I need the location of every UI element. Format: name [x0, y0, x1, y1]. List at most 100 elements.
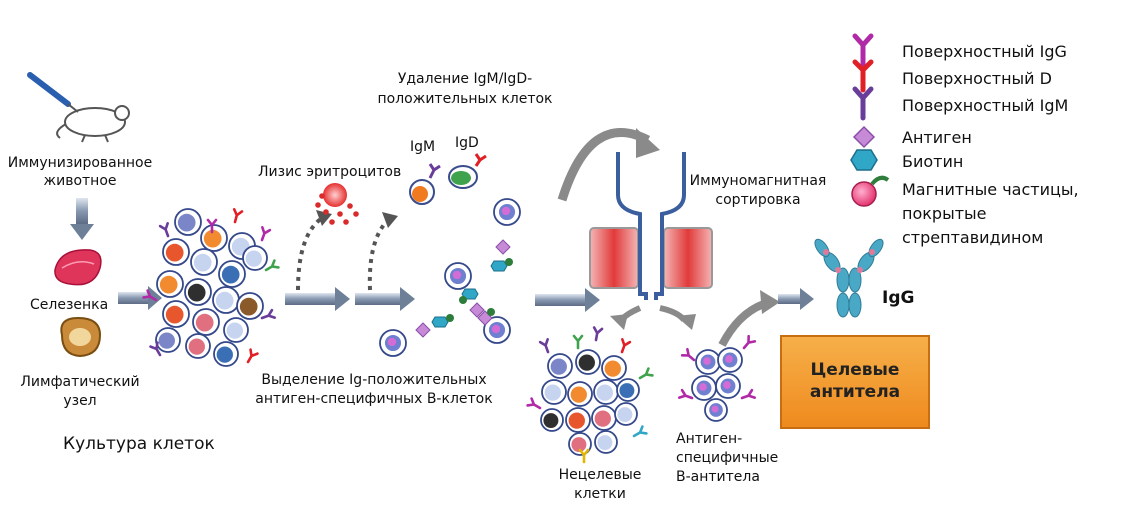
- magnetic-particle-icon: [459, 296, 467, 304]
- lysis-label: Лизис эритроцитов: [258, 164, 402, 180]
- legend-igg-label: Поверхностный IgG: [902, 42, 1067, 61]
- non-target-cell: [591, 405, 617, 431]
- receptor-icon: [632, 425, 648, 438]
- non-target-cell: [540, 408, 564, 432]
- receptor-icon: [149, 341, 162, 357]
- non-target-cell: [547, 353, 573, 379]
- receptor-icon: [260, 226, 272, 242]
- culture-cell: [156, 270, 184, 298]
- antigen-icon: [495, 239, 511, 255]
- biotin-icon: [490, 260, 508, 272]
- b-cell: [493, 198, 521, 226]
- spleen-icon: [54, 249, 102, 286]
- b-cell: [444, 262, 472, 290]
- non-target-cell: [601, 355, 627, 381]
- arrow-down-icon: [70, 198, 94, 240]
- sorting-label-line2: сортировка: [715, 192, 801, 208]
- arrow-right-icon: [285, 287, 350, 311]
- cell-culture-label: Культура клеток: [63, 434, 215, 454]
- culture-cell: [162, 238, 190, 266]
- non-target-label-line1: Нецелевые: [558, 467, 642, 483]
- receptor-icon: [742, 334, 757, 350]
- b-cell: [717, 347, 743, 373]
- culture-cell: [218, 260, 246, 288]
- legend-igm-label: Поверхностный IgM: [902, 96, 1069, 115]
- non-target-cell: [541, 379, 567, 405]
- culture-cell: [200, 224, 228, 252]
- receptor-icon: [158, 222, 170, 238]
- receptor-icon: [678, 388, 694, 400]
- receptor-icon: [232, 208, 244, 224]
- antigen-specific-label-line3: B-антитела: [676, 469, 760, 485]
- biotin-icon: [431, 316, 449, 328]
- mouse-icon: [56, 105, 130, 143]
- legend-antigen-icon: [852, 125, 876, 149]
- lymph-node-label-line2: узел: [63, 393, 97, 409]
- receptor-icon: [264, 259, 280, 272]
- receptor-icon: [260, 308, 276, 320]
- antigen-specific-label-line1: Антиген-: [676, 431, 743, 447]
- legend-igm-icon: [852, 86, 874, 121]
- receptor-icon: [740, 388, 756, 400]
- b-cell: [379, 329, 407, 357]
- non-target-label-line2: клетки: [574, 486, 626, 502]
- receptor-icon: [526, 397, 542, 410]
- arrow-right-icon: [118, 286, 162, 310]
- culture-cell: [236, 292, 264, 320]
- non-target-cell: [593, 379, 619, 405]
- lysed-erythrocytes: [315, 183, 359, 225]
- arrow-right-icon: [535, 288, 600, 312]
- receptor-icon: [206, 218, 218, 234]
- receptor-icon: [572, 334, 584, 350]
- receptor-icon: [638, 367, 654, 380]
- culture-cell: [155, 327, 181, 353]
- arrow-right-icon: [778, 288, 814, 310]
- target-antibodies-box: [780, 335, 930, 429]
- culture-cell: [185, 333, 211, 359]
- removal-label-line1: Удаление IgM/IgD-: [397, 71, 533, 87]
- arrow-right-icon: [355, 287, 415, 311]
- magnetic-particle-icon: [487, 308, 495, 316]
- receptor-icon: [680, 347, 696, 362]
- non-target-cell: [575, 349, 601, 375]
- non-target-cell: [567, 381, 593, 407]
- legend-magnetic-icon: [851, 175, 890, 207]
- magnetic-particle-icon: [446, 314, 454, 322]
- igg-antibody-icon: [814, 238, 884, 318]
- receptor-icon: [620, 338, 632, 354]
- culture-cell: [190, 248, 218, 276]
- receptor-icon: [578, 448, 590, 464]
- spleen-label: Селезенка: [30, 297, 109, 313]
- legend-magnetic-label-line2: покрытые: [902, 204, 987, 223]
- antigen-icon: [415, 322, 431, 338]
- igm-cell: [409, 163, 441, 205]
- cell-culture-cluster: [142, 208, 280, 367]
- culture-cell: [162, 300, 190, 328]
- legend-biotin-icon: [850, 149, 878, 171]
- culture-cell: [192, 308, 220, 336]
- legend-igg-icon: [852, 33, 874, 67]
- immunized-label-line2: животное: [43, 173, 117, 189]
- culture-cell: [223, 317, 249, 343]
- igd-label: IgD: [455, 135, 479, 151]
- igm-label: IgM: [410, 139, 436, 155]
- non-target-cell: [565, 407, 591, 433]
- b-cell-network: [379, 198, 521, 357]
- selection-label-line2: антиген-специфичных B-клеток: [255, 391, 493, 407]
- antigen-icon: [469, 302, 485, 318]
- lymph-node-label-line1: Лимфатический: [20, 374, 140, 390]
- receptor-icon: [538, 338, 550, 354]
- culture-cell: [242, 245, 268, 271]
- legend-magnetic-label-line1: Магнитные частицы,: [902, 180, 1079, 199]
- receptor-icon: [592, 326, 604, 342]
- immunized-label-line1: Иммунизированное: [7, 155, 153, 171]
- target-antibodies-line2: антитела: [809, 382, 901, 402]
- selection-label-line1: Выделение Ig-положительных: [261, 372, 487, 388]
- culture-cell: [213, 341, 239, 367]
- b-cell: [691, 375, 717, 401]
- input-arrow-icon: [557, 128, 651, 202]
- dotted-arrow-icon: [296, 216, 390, 291]
- legend-d-label: Поверхностный D: [902, 69, 1052, 88]
- culture-cell: [184, 278, 212, 306]
